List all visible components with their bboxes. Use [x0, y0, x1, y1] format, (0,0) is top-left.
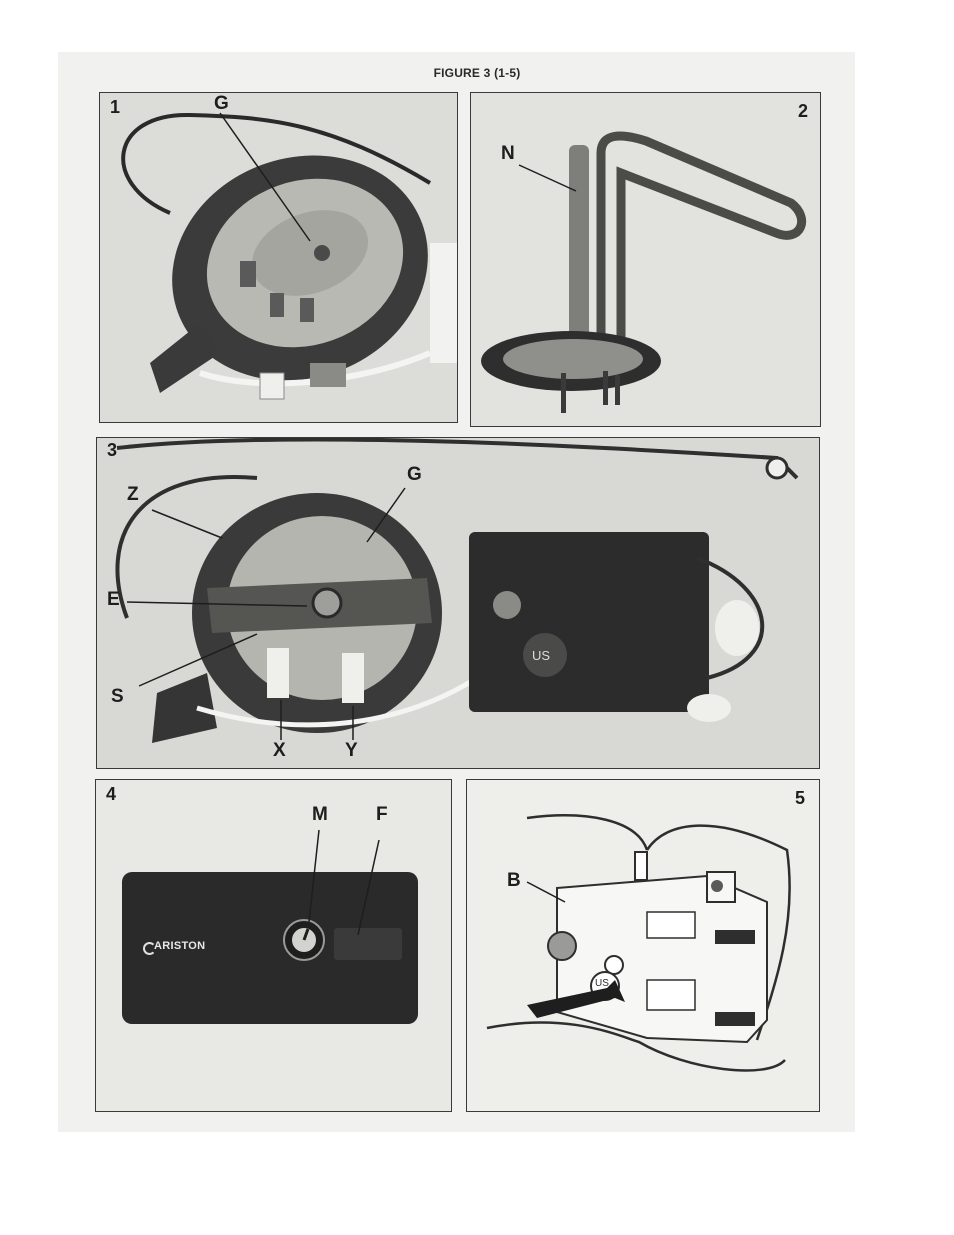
panel-4-number: 4 — [106, 784, 116, 805]
panel-3-label-s: S — [111, 686, 124, 708]
panel-5-thermostat-drawing: 5 B US — [466, 779, 820, 1112]
panel-2-heating-element-photo: 2 N — [470, 92, 821, 427]
panel-4-label-m: M — [312, 804, 328, 826]
panel-5-label-b: B — [507, 870, 521, 892]
panel-1-number: 1 — [110, 97, 120, 118]
panel-2-label-n: N — [501, 143, 515, 165]
panel-5-number: 5 — [795, 788, 805, 809]
panel-3-thermostat-mark: US — [532, 648, 550, 663]
panel-1-label-g: G — [214, 93, 229, 115]
panel-2-number: 2 — [798, 101, 808, 122]
panel-3-number: 3 — [107, 440, 117, 461]
panel-3-element-and-thermostat-photo: 3 Z G E S X Y US — [96, 437, 820, 769]
panel-3-label-y: Y — [345, 740, 358, 762]
panel-3-drawing — [97, 438, 819, 768]
panel-1-heating-element-photo: 1 G — [99, 92, 458, 423]
figure-title: FIGURE 3 (1-5) — [0, 66, 954, 80]
panel-5-thermostat-mark: US — [595, 978, 609, 989]
panel-3-label-x: X — [273, 740, 286, 762]
panel-3-label-e: E — [107, 589, 120, 611]
ariston-logo-text: ARISTON — [154, 940, 205, 952]
panel-2-drawing — [471, 93, 820, 426]
panel-5-drawing — [467, 780, 819, 1111]
panel-4-label-f: F — [376, 804, 388, 826]
panel-4-control-panel-photo: 4 M F ARISTON — [95, 779, 452, 1112]
panel-3-label-g: G — [407, 464, 422, 486]
panel-3-label-z: Z — [127, 484, 139, 506]
panel-1-drawing — [100, 93, 457, 422]
